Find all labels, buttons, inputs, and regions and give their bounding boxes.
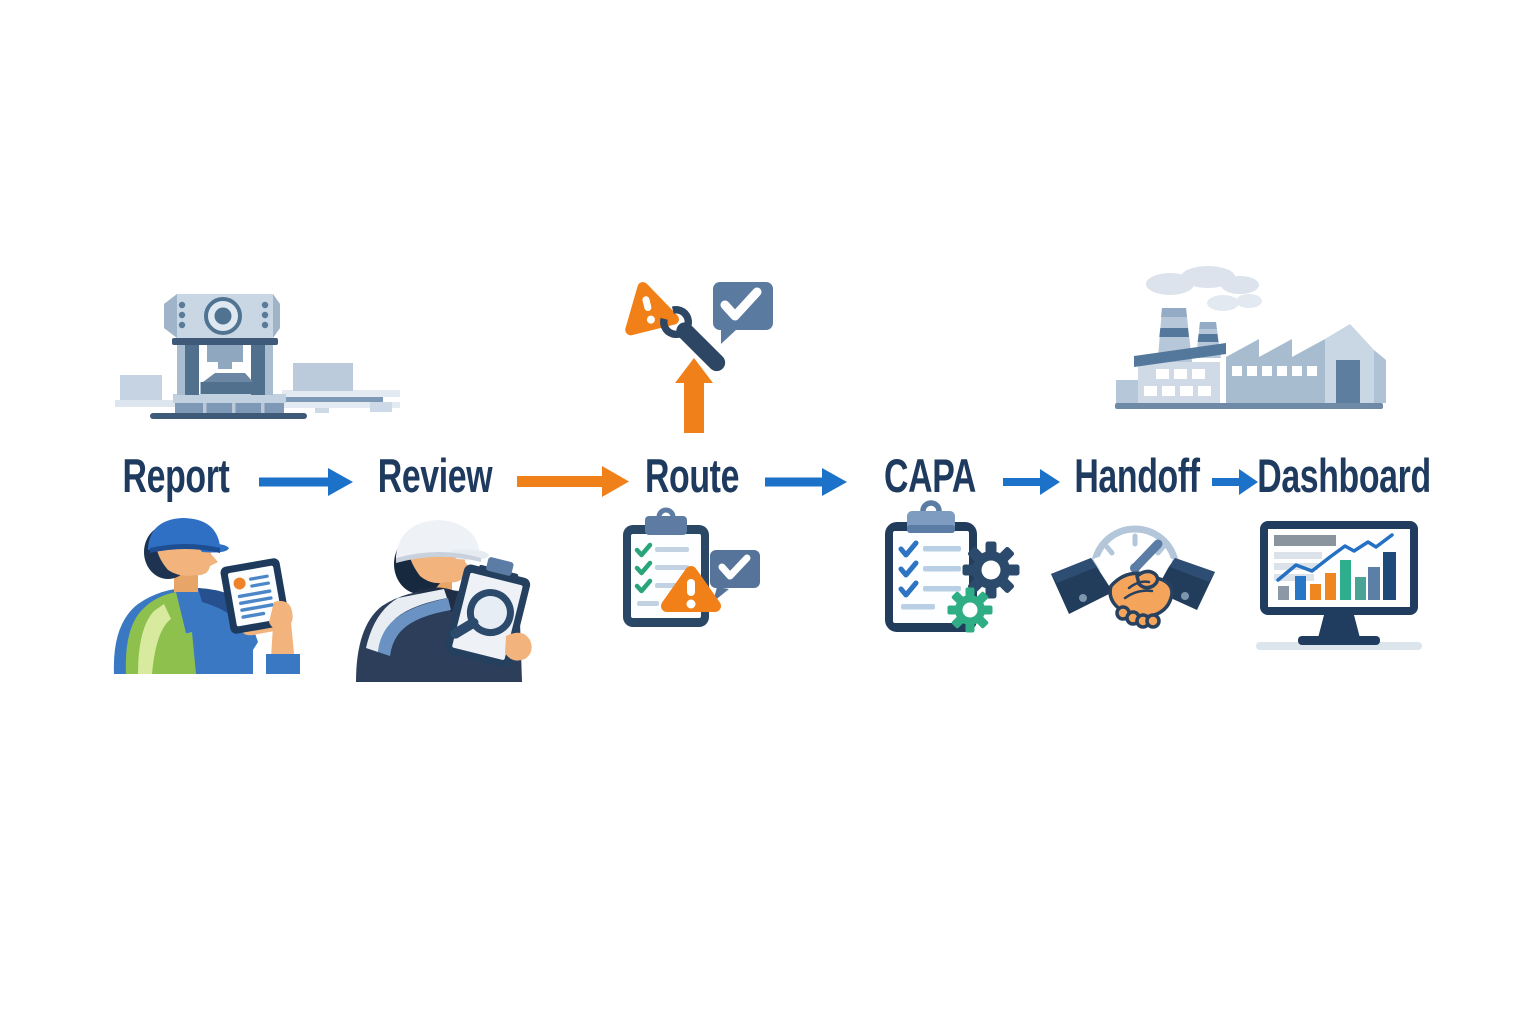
- arrow-route-to-capa: [765, 468, 847, 496]
- arrow-handoff-to-dashboard: [1212, 469, 1258, 495]
- clipboard-warning-check-icon: [623, 507, 760, 627]
- worker-tablet-icon: [113, 518, 300, 674]
- green-gear-icon: [947, 587, 993, 633]
- bolt-dots: [178, 301, 269, 329]
- white-hard-hat: [396, 520, 489, 563]
- handshake-gauge-icon: [1051, 525, 1215, 629]
- industrial-press-machine-illustration: [115, 294, 400, 419]
- arrow-review-to-route: [517, 466, 629, 497]
- blue-checkmarks: [898, 540, 919, 598]
- warning-triangle-icon: [661, 566, 721, 612]
- step-label-handoff: Handoff: [1074, 449, 1200, 502]
- bar-chart: [1278, 552, 1396, 600]
- left-building-windows: [1144, 369, 1211, 396]
- check-bubble-icon: [713, 282, 773, 344]
- step-label-report: Report: [122, 449, 230, 502]
- inspector-clipboard-magnifier-icon: [356, 520, 532, 682]
- step-label-capa: CAPA: [884, 449, 976, 502]
- checklist-lines: [637, 547, 689, 606]
- arrow-capa-to-handoff: [1003, 469, 1060, 495]
- trend-line: [1276, 533, 1394, 582]
- factory-building-illustration: [1115, 266, 1386, 409]
- check-bubble-icon: [710, 550, 760, 602]
- monitor-bar-chart-icon: [1256, 521, 1422, 650]
- step-label-route: Route: [644, 449, 740, 502]
- step-label-dashboard: Dashboard: [1257, 449, 1431, 502]
- clasped-hands: [1108, 569, 1174, 629]
- finger-lines: [1123, 580, 1154, 600]
- green-checkmarks: [634, 542, 653, 594]
- navy-gear-icon: [962, 541, 1020, 599]
- wrench-icon: [660, 306, 726, 372]
- warning-wrench-check-bubble-icon: [625, 282, 773, 433]
- main-building-windows: [1232, 366, 1317, 376]
- arrow-report-to-review: [259, 468, 353, 496]
- step-label-review: Review: [377, 449, 493, 502]
- clipboard-gears-icon: [885, 500, 1020, 633]
- checklist-lines: [901, 546, 961, 610]
- route-up-arrow: [675, 358, 713, 433]
- smoke-clouds: [1146, 266, 1262, 311]
- blue-hard-hat: [148, 518, 229, 553]
